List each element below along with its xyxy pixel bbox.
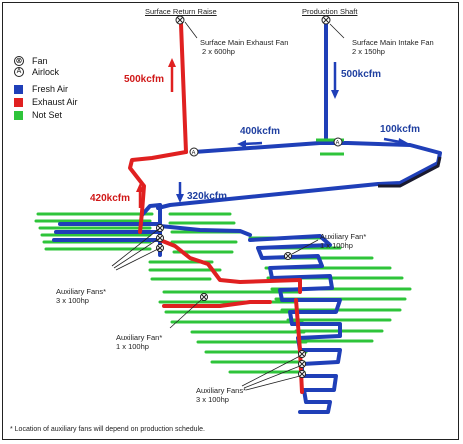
aux-fan-mid-name: Auxiliary Fan* — [116, 333, 163, 342]
aux-fan-upper-right-label: Auxiliary Fan* 1 x 100hp — [320, 232, 366, 250]
exhaust-fan-rating: 2 x 600hp — [202, 47, 235, 56]
aux-fans-bottom-rating: 3 x 100hp — [196, 395, 229, 404]
flow-label-red-420: 420kcfm — [90, 193, 131, 204]
fresh-air-network — [52, 22, 442, 414]
exhaust-air-network — [128, 22, 304, 394]
airlock-icons: A A — [189, 137, 343, 157]
intake-fan-label: Surface Main Intake Fan 2 x 150hp — [352, 38, 434, 56]
leader-lines — [111, 21, 345, 391]
aux-fans-left-rating: 3 x 100hp — [56, 296, 89, 305]
flow-label-blue-100: 100kcfm — [380, 124, 421, 135]
aux-fans-left-name: Auxiliary Fans* — [56, 287, 107, 296]
svg-text:A: A — [192, 151, 196, 157]
legend-fresh-air-label: Fresh Air — [32, 84, 69, 94]
fresh-air-swatch — [14, 85, 23, 94]
aux-fans-left-label: Auxiliary Fans* 3 x 100hp — [56, 287, 106, 305]
aux-fan-upper-right-name: Auxiliary Fan* — [320, 232, 367, 241]
aux-fan-mid-label: Auxiliary Fan* 1 x 100hp — [116, 333, 162, 351]
flow-label-red-500: 500kcfm — [124, 74, 165, 85]
blue-right-arrow-icon — [383, 137, 401, 144]
intake-fan-name: Surface Main Intake Fan — [352, 38, 434, 47]
legend-fan-label: Fan — [32, 56, 48, 66]
aux-fans-bottom-name: Auxiliary Fans* — [196, 386, 247, 395]
exhaust-fan-name: Surface Main Exhaust Fan — [200, 38, 289, 47]
flow-label-blue-400: 400kcfm — [240, 126, 281, 137]
aux-fan-mid-rating: 1 x 100hp — [116, 342, 149, 351]
flow-arrows — [136, 58, 408, 208]
aux-fans-bottom-label: Auxiliary Fans* 3 x 100hp — [196, 386, 246, 404]
legend-not-set-label: Not Set — [32, 110, 63, 120]
fan-icon: ⊗ — [14, 56, 24, 66]
svg-text:A: A — [336, 141, 340, 147]
airlock-icon: A — [14, 67, 24, 77]
not-set-swatch — [14, 111, 23, 120]
legend-exhaust-air-label: Exhaust Air — [32, 97, 78, 107]
exhaust-fan-label: Surface Main Exhaust Fan 2 x 600hp — [200, 38, 288, 56]
intake-fan-rating: 2 x 150hp — [352, 47, 385, 56]
blue-left-arrow-icon — [243, 141, 263, 146]
dark-airway — [378, 156, 442, 188]
legend-airlock-label: Airlock — [32, 67, 60, 77]
flow-label-blue-320: 320kcfm — [187, 191, 228, 202]
aux-fan-upper-right-rating: 1 x 100hp — [320, 241, 353, 250]
exhaust-air-swatch — [14, 98, 23, 107]
flow-label-blue-500: 500kcfm — [341, 69, 382, 80]
footnote: * Location of auxiliary fans will depend… — [10, 426, 205, 433]
return-raise-label: Surface Return Raise — [145, 7, 217, 16]
production-shaft-label: Production Shaft — [302, 7, 358, 16]
